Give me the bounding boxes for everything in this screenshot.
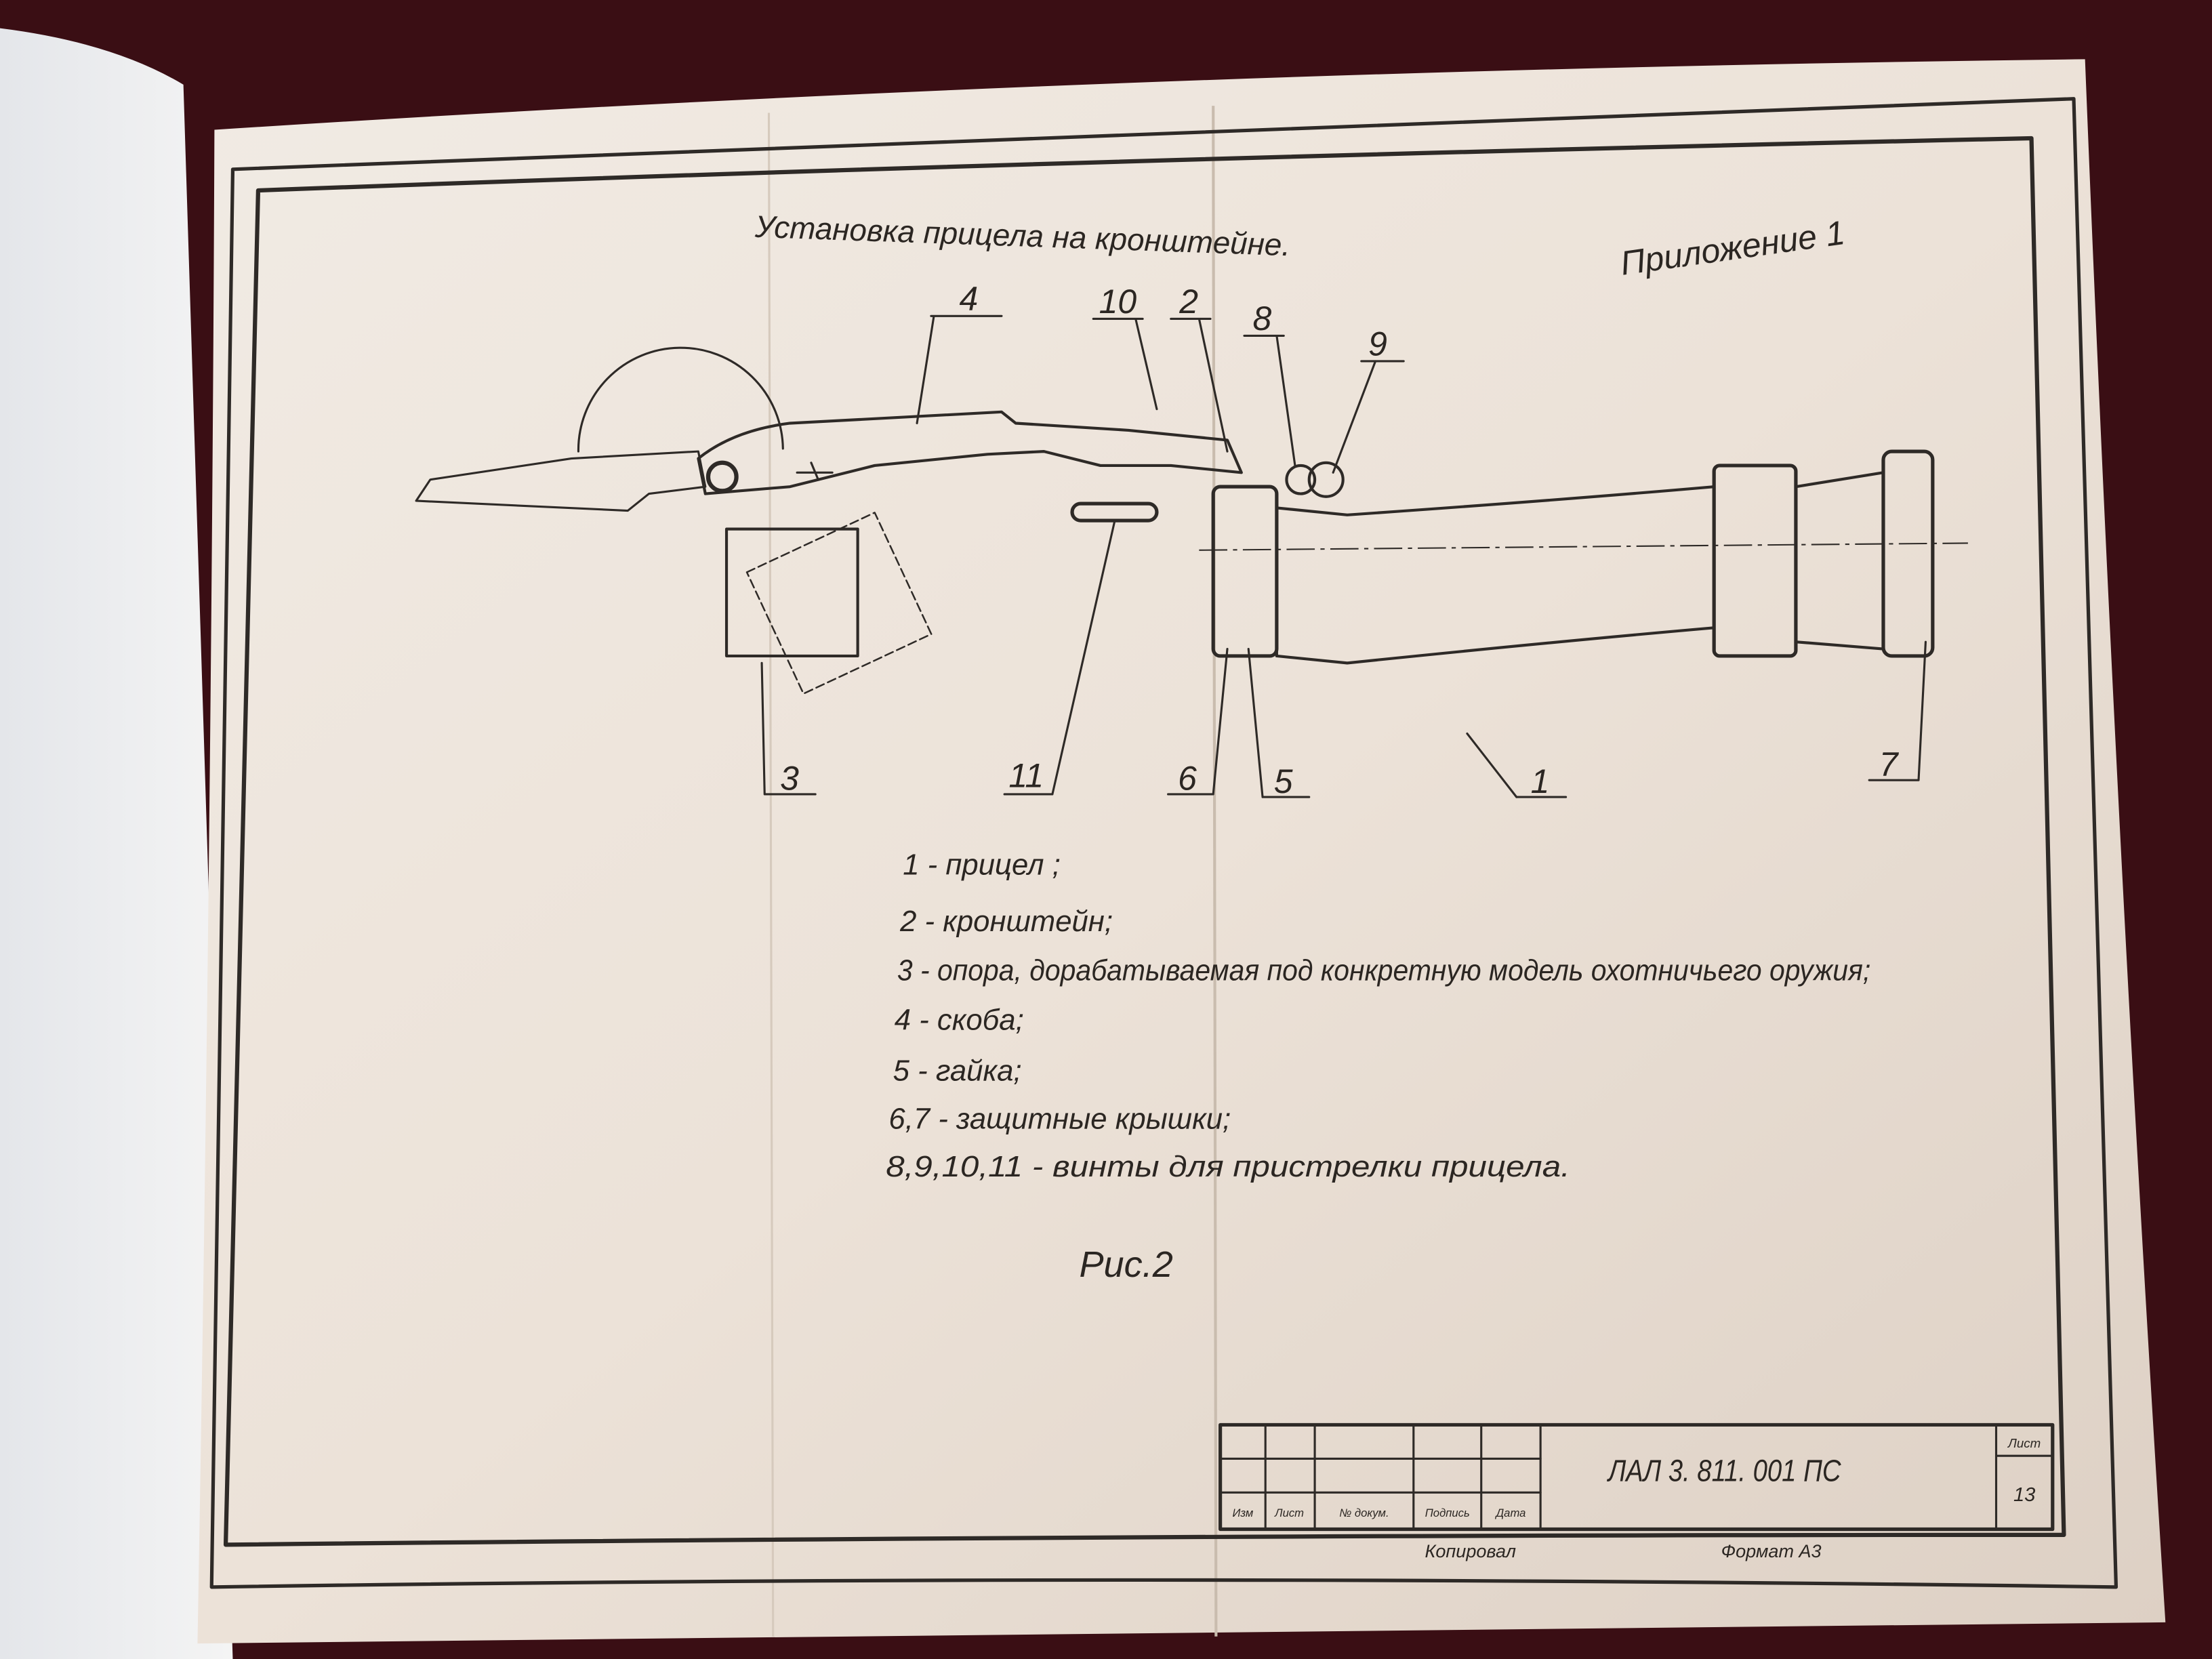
callout-8: 8 xyxy=(1252,300,1271,337)
callout-4: 4 xyxy=(960,280,979,318)
legend-item: 1 - прицел ; xyxy=(903,848,1061,882)
callout-2: 2 xyxy=(1179,283,1198,321)
parts-legend: 1 - прицел ; 2 - кронштейн; 3 - опора, д… xyxy=(886,848,1870,1183)
legend-item: 4 - скоба; xyxy=(895,1004,1024,1037)
scope-nut xyxy=(1211,485,1279,658)
pivot-screw xyxy=(705,460,739,493)
callout-9: 9 xyxy=(1368,325,1387,363)
col-date: Дата xyxy=(1494,1507,1525,1519)
adjust-screw-11 xyxy=(1070,501,1159,523)
sheet-label: Лист xyxy=(2007,1436,2041,1450)
scope-mount-drawing xyxy=(415,346,1968,695)
title-block: ЛАЛ 3. 811. 001 ПС Лист 13 Изм Лист № до… xyxy=(1218,1422,2055,1561)
copied-label: Копировал xyxy=(1425,1541,1516,1561)
callout-3: 3 xyxy=(780,760,799,798)
center-axis xyxy=(1199,542,1968,551)
screw-9 xyxy=(1307,461,1345,498)
callout-6: 6 xyxy=(1178,760,1197,798)
scope-ring xyxy=(1712,464,1798,658)
booklet-pages xyxy=(0,28,233,1659)
col-doc-number: № докум. xyxy=(1339,1507,1389,1519)
callout-7: 7 xyxy=(1879,745,1900,783)
arc-outline xyxy=(577,346,784,453)
sheet-number: 13 xyxy=(2013,1484,2035,1506)
drawing-sheet xyxy=(197,59,2166,1644)
col-change: Изм xyxy=(1232,1507,1253,1519)
format-label: Формат А3 xyxy=(1721,1541,1822,1561)
callout-5: 5 xyxy=(1274,762,1293,800)
support-rotated-outline xyxy=(745,512,933,695)
scope-end-cap xyxy=(1881,449,1935,658)
callout-numbers: 4 10 2 8 9 3 11 6 5 1 7 xyxy=(780,280,1900,800)
document-code: ЛАЛ 3. 811. 001 ПС xyxy=(1607,1454,1842,1488)
legend-item: 6,7 - защитные крышки; xyxy=(888,1102,1231,1135)
bracket-clamp xyxy=(697,410,1243,495)
outer-frame xyxy=(209,97,2118,1589)
legend-item: 5 - гайка; xyxy=(893,1054,1022,1088)
callout-leaders xyxy=(760,314,1927,798)
col-sheet: Лист xyxy=(1274,1507,1304,1519)
figure-caption: Рис.2 xyxy=(1079,1244,1172,1285)
legend-item: 8,9,10,11 - винты для пристрелки прицела… xyxy=(886,1150,1570,1183)
support-block xyxy=(724,527,859,658)
callout-1: 1 xyxy=(1531,762,1550,800)
col-signature: Подпись xyxy=(1425,1507,1470,1519)
inner-frame xyxy=(223,136,2066,1547)
legend-item: 3 - опора, дорабатываемая под конкретную… xyxy=(897,954,1870,987)
fold-crease xyxy=(767,112,775,1637)
legend-item: 2 - кронштейн; xyxy=(899,905,1113,938)
crosshair-mark xyxy=(796,462,834,481)
screw-8 xyxy=(1285,464,1317,495)
callout-11: 11 xyxy=(1008,757,1044,795)
callout-10: 10 xyxy=(1099,283,1137,321)
fold-crease xyxy=(1212,106,1218,1637)
